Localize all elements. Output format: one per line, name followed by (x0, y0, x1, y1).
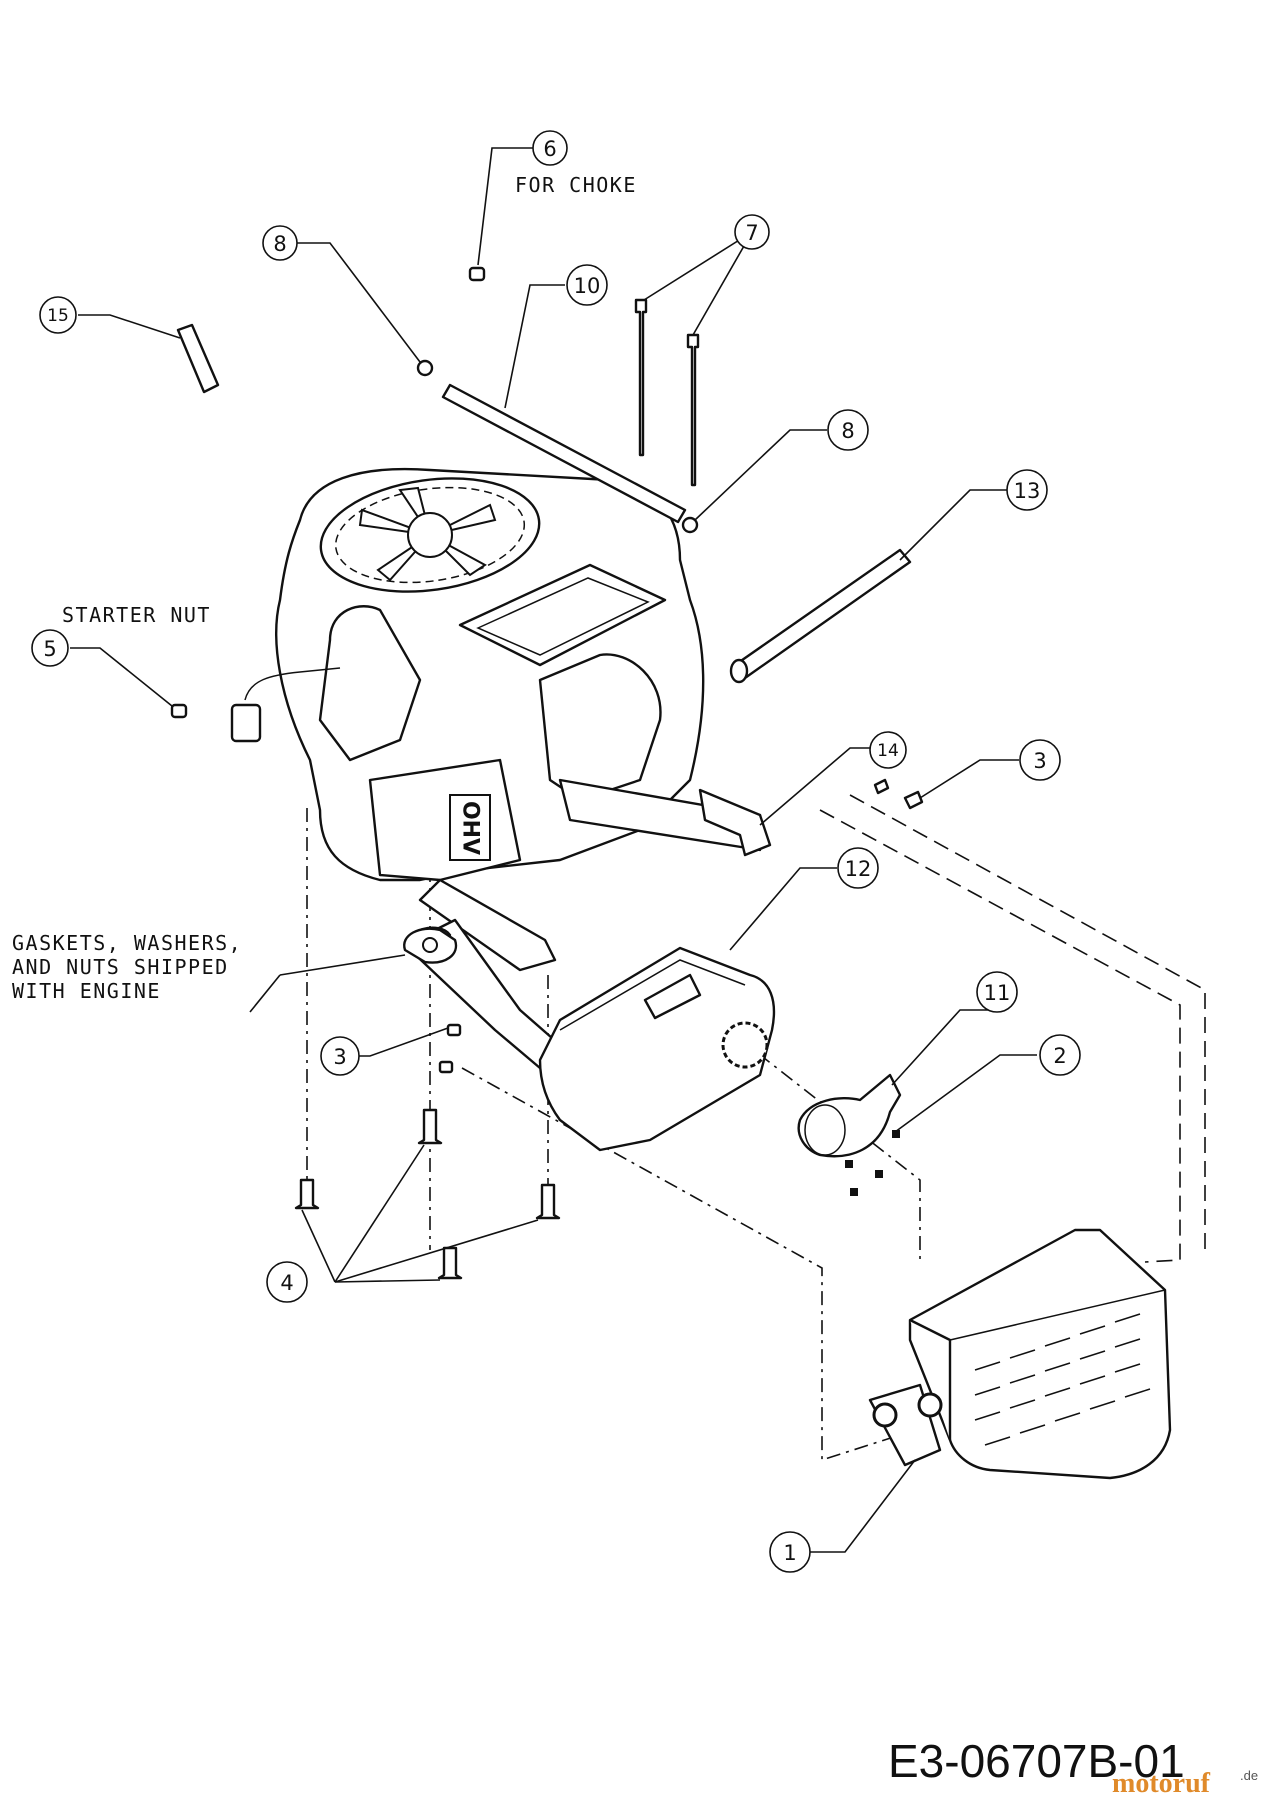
svg-text:5: 5 (43, 637, 56, 661)
svg-text:motoruf: motoruf (1112, 1768, 1211, 1799)
svg-text:3: 3 (333, 1045, 346, 1069)
callout-1: 1 (769, 1531, 811, 1573)
callout-14: 14 (869, 731, 907, 769)
callout-6: 6 (532, 130, 568, 166)
notes: FOR CHOKE STARTER NUT GASKETS, WASHERS, … (12, 173, 637, 1003)
svg-text:8: 8 (273, 232, 286, 256)
engine-label: OHV (449, 794, 491, 861)
hardware (170, 266, 924, 1280)
callout-10: 10 (566, 264, 608, 306)
callout-12: 12 (837, 847, 879, 889)
callout-8-top: 8 (262, 225, 298, 261)
svg-text:2: 2 (1053, 1044, 1066, 1068)
callout-8-right: 8 (827, 409, 869, 451)
svg-text:OHV: OHV (458, 801, 483, 855)
callout-7: 7 (734, 214, 770, 250)
callout-5: 5 (31, 629, 69, 667)
note-gaskets-line2: AND NUTS SHIPPED (12, 955, 229, 979)
svg-text:12: 12 (845, 857, 872, 881)
svg-text:4: 4 (280, 1271, 293, 1295)
callout-2: 2 (1039, 1034, 1081, 1076)
note-for-choke: FOR CHOKE (515, 173, 637, 197)
svg-text:6: 6 (543, 137, 556, 161)
svg-text:15: 15 (47, 306, 69, 326)
svg-text:8: 8 (841, 419, 854, 443)
callout-3-upper: 3 (1019, 739, 1061, 781)
callout-4: 4 (266, 1261, 308, 1303)
bracket (698, 788, 772, 857)
callouts: 6 8 10 7 15 8 13 5 14 3 12 11 2 3 4 1 (31, 130, 1081, 1573)
svg-text:7: 7 (745, 221, 758, 245)
heat-shield (868, 1228, 1172, 1480)
svg-text:11: 11 (984, 981, 1011, 1005)
deflector (797, 1073, 902, 1158)
svg-text:13: 13 (1014, 479, 1041, 503)
svg-text:10: 10 (574, 274, 601, 298)
engine: OHV (230, 467, 762, 972)
note-starter-nut: STARTER NUT (62, 603, 211, 627)
drawing-code: E3-06707B-01 (888, 1735, 1185, 1787)
callout-3-lower: 3 (320, 1036, 360, 1076)
note-gaskets-line3: WITH ENGINE (12, 979, 161, 1003)
svg-text:14: 14 (877, 741, 899, 761)
note-gaskets-line1: GASKETS, WASHERS, (12, 931, 242, 955)
callout-13: 13 (1006, 469, 1048, 511)
callout-11: 11 (976, 971, 1018, 1013)
svg-text:.de: .de (1240, 1768, 1258, 1783)
svg-text:3: 3 (1033, 749, 1046, 773)
callout-15: 15 (39, 296, 77, 334)
svg-text:1: 1 (783, 1541, 796, 1565)
watermark-logo: motoruf .de (1112, 1768, 1258, 1799)
leader-lines (70, 147, 1037, 1553)
